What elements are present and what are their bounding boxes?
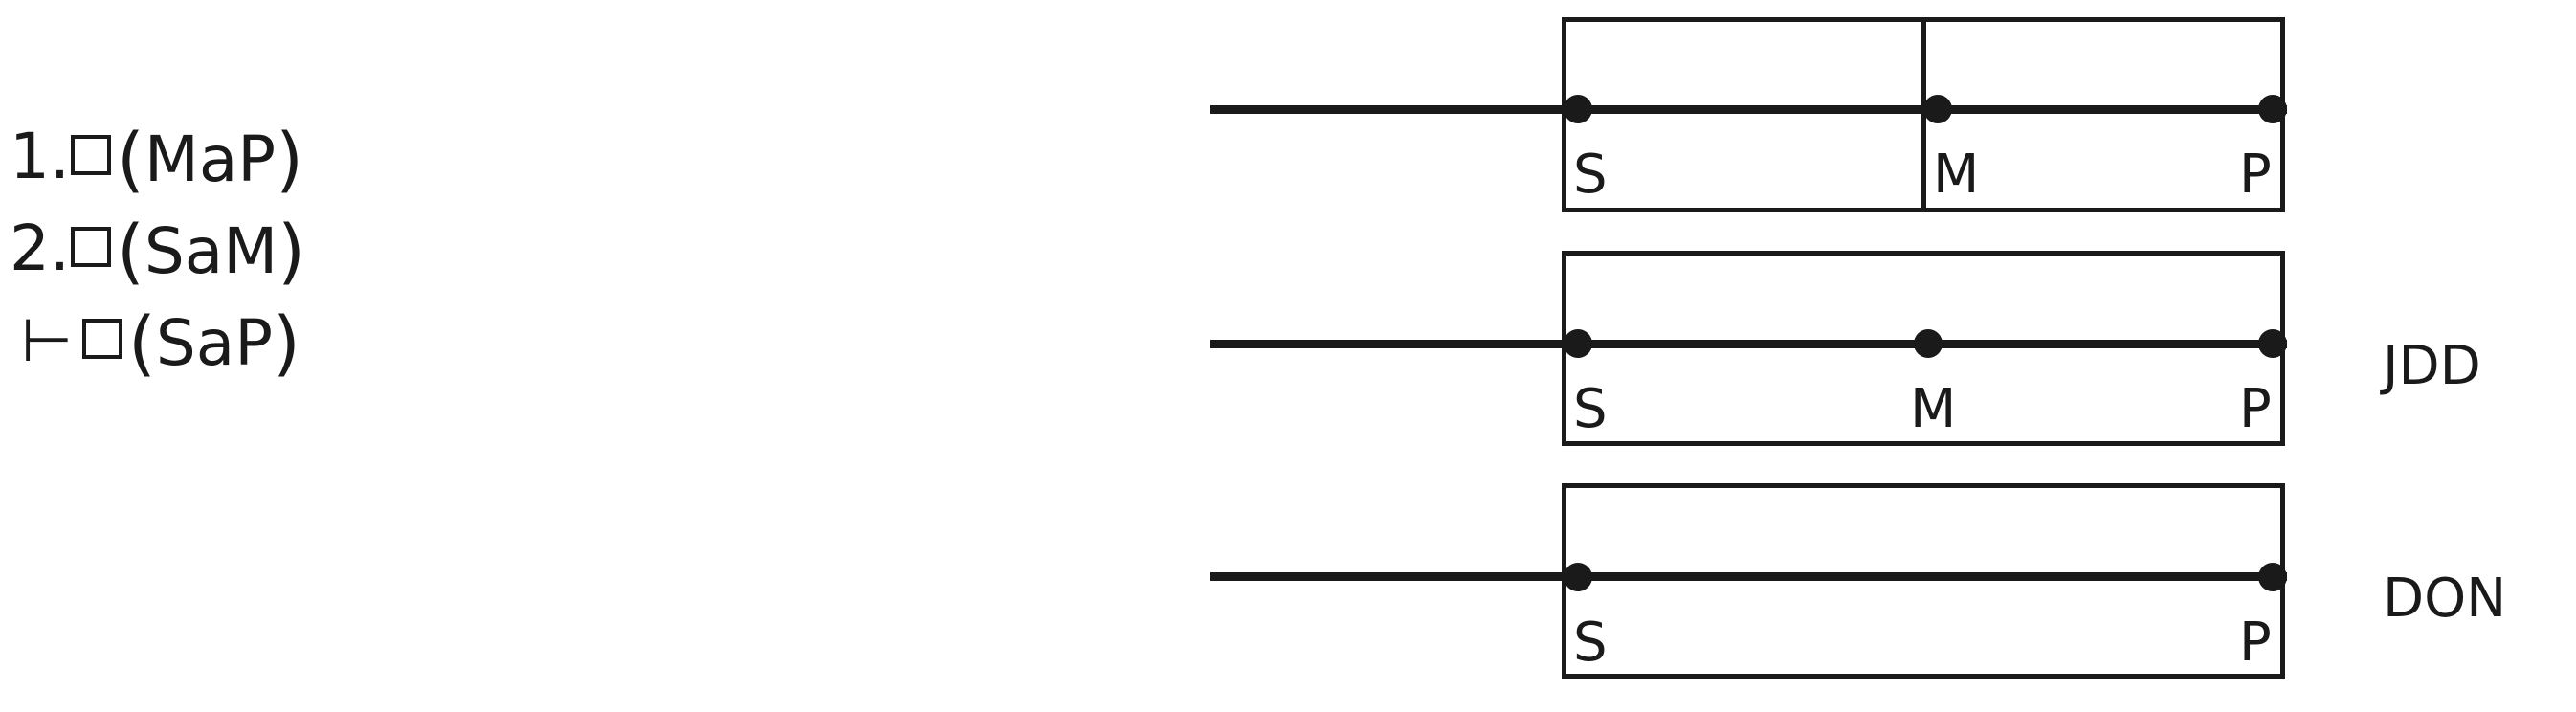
close-paren: ) — [276, 119, 303, 201]
formula-text: SaM — [144, 214, 278, 288]
open-paren: ( — [117, 211, 144, 293]
diagram-3-dot-p — [2258, 563, 2287, 591]
argument-premise-2: 2. (SaM) — [0, 205, 536, 293]
diagram-2-dot-m — [1914, 329, 1943, 358]
turnstile-icon: ⊢ — [21, 305, 74, 375]
necessity-box-icon — [82, 319, 122, 359]
diagram-1-label-p: P — [2239, 144, 2272, 206]
argument-premise-1: 1. (MaP) — [0, 113, 536, 201]
diagram-3-baseline — [1210, 572, 2287, 581]
necessity-box-icon — [71, 135, 111, 175]
premise-number: 2. — [10, 211, 70, 285]
diagram-1-dot-m — [1923, 95, 1952, 123]
premise-formula: (SaM) — [117, 213, 305, 287]
diagram-2-dot-s — [1564, 329, 1592, 358]
diagram-2-label-s: S — [1573, 378, 1608, 440]
diagram-3-label-s: S — [1573, 612, 1608, 674]
diagram-1-dot-s — [1564, 95, 1592, 123]
diagram-2-dot-p — [2258, 329, 2287, 358]
diagram-2-label-m: M — [1910, 378, 1957, 440]
conclusion-formula: (SaP) — [128, 305, 300, 379]
diagram-1-dot-p — [2258, 95, 2287, 123]
diagram-2-name-jdd: JDD — [2383, 335, 2481, 397]
open-paren: ( — [128, 302, 156, 385]
close-paren: ) — [273, 302, 300, 385]
diagram-2-baseline — [1210, 340, 2287, 348]
formula-text: SaP — [155, 306, 274, 380]
diagram-3-label-p: P — [2239, 612, 2272, 674]
formula-text: MaP — [144, 122, 277, 196]
argument-conclusion: ⊢ (SaP) — [0, 297, 536, 385]
diagram-3-name-don: DON — [2383, 567, 2507, 630]
argument-block: 1. (MaP) 2. (SaM) ⊢ (SaP) — [0, 113, 536, 515]
open-paren: ( — [117, 119, 144, 201]
premise-formula: (MaP) — [117, 122, 303, 195]
necessity-box-icon — [71, 227, 111, 267]
premise-number: 1. — [10, 120, 70, 193]
diagram-3-box — [1562, 483, 2285, 679]
diagram-1-baseline — [1210, 105, 2287, 114]
close-paren: ) — [278, 211, 306, 293]
diagram-2-label-p: P — [2239, 378, 2272, 440]
diagram-1-label-s: S — [1573, 144, 1608, 206]
diagram-1-label-m: M — [1933, 144, 1980, 206]
diagram-3-dot-s — [1564, 563, 1592, 591]
